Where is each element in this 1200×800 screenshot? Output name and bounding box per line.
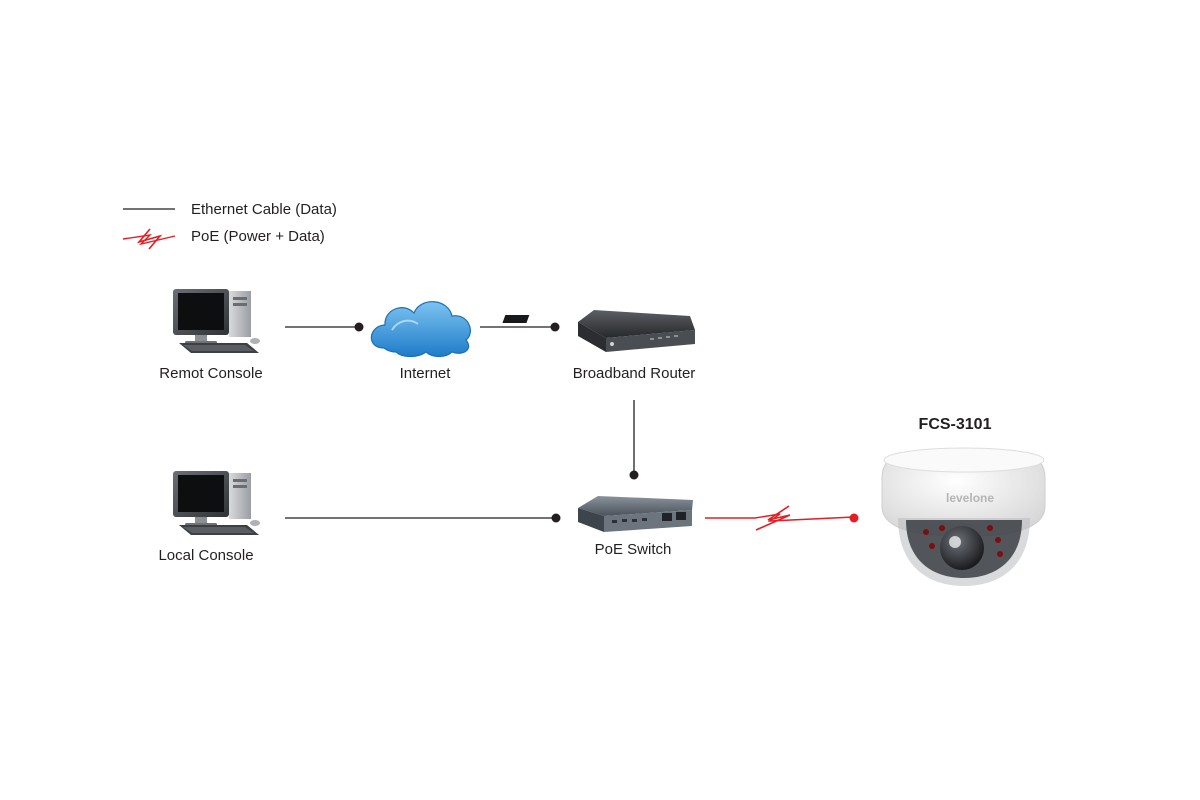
broadband-router-icon: [502, 310, 695, 352]
remote-console-computer-icon: [173, 289, 260, 353]
poe-switch-icon: [578, 496, 693, 532]
legend-poe-label: PoE (Power + Data): [191, 228, 325, 245]
link-endpoint-dot: [551, 513, 561, 523]
link-switch-camera-poe: [705, 513, 855, 522]
legend-ethernet-label: Ethernet Cable (Data): [191, 201, 337, 218]
connections: [285, 322, 859, 531]
broadband-router-label: Broadband Router: [572, 365, 696, 382]
link-endpoint-dot: [550, 322, 560, 332]
link-endpoint-dot: [629, 470, 639, 480]
remote-console-label: Remot Console: [159, 365, 263, 382]
link-endpoint-dot: [354, 322, 364, 332]
link-endpoint-dot: [849, 513, 859, 523]
camera-brand-label: levelone: [946, 491, 994, 505]
poe-switch-label: PoE Switch: [594, 541, 672, 558]
camera-model-label: FCS-3101: [918, 416, 992, 433]
poe-bolt-icon: [755, 505, 791, 531]
dome-camera-icon: levelone: [881, 447, 1046, 586]
legend: [122, 208, 176, 250]
internet-label: Internet: [399, 365, 451, 382]
internet-cloud-icon: [370, 301, 471, 358]
local-console-label: Local Console: [158, 547, 254, 564]
local-console-computer-icon: [173, 471, 260, 535]
